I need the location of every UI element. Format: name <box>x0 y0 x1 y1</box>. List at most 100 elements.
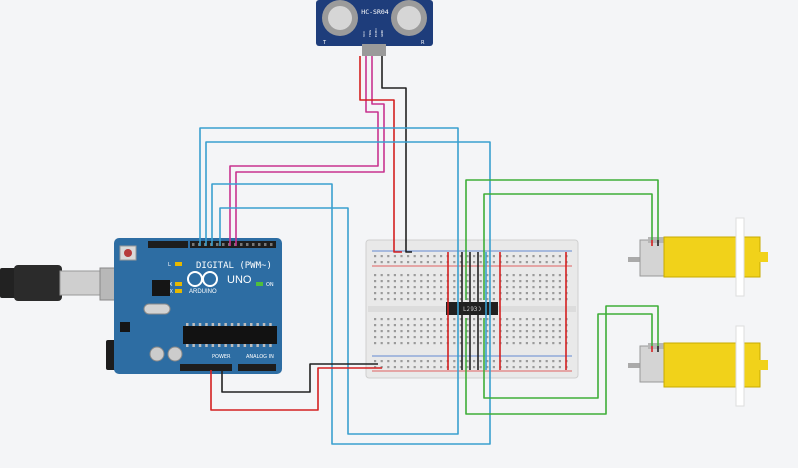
bb-hole <box>380 330 383 333</box>
bb-hole <box>387 330 390 333</box>
bb-hole <box>440 292 443 295</box>
bb-hole <box>433 366 436 369</box>
led-rx <box>175 289 182 293</box>
atmega-chip-legs <box>186 323 272 347</box>
bb-hole <box>486 318 489 321</box>
wire-motor2-b[interactable] <box>483 313 653 399</box>
led-on <box>256 282 263 286</box>
bb-hole <box>558 274 561 277</box>
wire-control-1[interactable] <box>199 127 459 435</box>
bb-hole <box>393 286 396 289</box>
wire-motor1-a[interactable] <box>465 179 659 300</box>
bb-hole <box>453 336 456 339</box>
chip-leg <box>256 344 259 347</box>
wire-5v[interactable] <box>210 367 382 411</box>
bb-hole <box>512 261 515 264</box>
bb-hole <box>539 280 542 283</box>
bb-hole <box>387 342 390 345</box>
bb-hole <box>545 292 548 295</box>
bb-hole <box>466 280 469 283</box>
usb-plug-body <box>14 265 62 301</box>
chip-leg <box>262 344 266 347</box>
reset-button-cap <box>124 249 132 257</box>
board-model: UNO <box>227 274 252 286</box>
digital-pin <box>258 243 261 246</box>
bb-hole <box>433 342 436 345</box>
bb-hole <box>532 286 535 289</box>
wire-motor1-b[interactable] <box>483 193 653 300</box>
bb-hole <box>393 261 396 264</box>
digital-pin <box>222 243 225 246</box>
bb-hole <box>552 336 555 339</box>
bb-hole <box>506 360 509 363</box>
bb-hole <box>387 274 390 277</box>
wire-motor2-a[interactable] <box>465 305 659 415</box>
bb-hole <box>426 324 429 327</box>
bb-hole <box>525 286 528 289</box>
l293d-ic[interactable]: L293D <box>446 302 498 315</box>
bb-hole <box>473 330 476 333</box>
motor-bottom[interactable] <box>628 325 768 407</box>
bb-hole <box>486 366 489 369</box>
bb-hole <box>558 255 561 258</box>
bb-hole <box>466 274 469 277</box>
hc-sr04-sensor[interactable]: HC-SR04 T R VCC TRIG ECHO GND <box>316 0 433 56</box>
chip-leg <box>218 344 221 347</box>
bb-hole <box>440 342 443 345</box>
arduino-uno-board[interactable]: DIGITAL (PWM~) UNO ARDUINO L TX RX ON PO… <box>114 238 282 374</box>
bb-hole <box>459 360 462 363</box>
bb-hole <box>545 274 548 277</box>
bb-hole <box>519 324 522 327</box>
wire-trig[interactable] <box>229 56 379 246</box>
bb-hole <box>433 280 436 283</box>
bb-hole <box>453 330 456 333</box>
bb-hole <box>519 366 522 369</box>
bb-hole <box>558 330 561 333</box>
bb-hole <box>525 280 528 283</box>
bb-hole <box>512 330 515 333</box>
wire-control-2[interactable] <box>205 141 491 445</box>
bb-hole <box>426 292 429 295</box>
wire-sensor-vcc[interactable] <box>359 56 402 253</box>
bb-hole <box>552 261 555 264</box>
bb-hole <box>459 366 462 369</box>
bb-hole <box>407 298 410 301</box>
bb-hole <box>453 280 456 283</box>
bb-hole <box>466 298 469 301</box>
chip-leg <box>269 323 272 326</box>
bb-hole <box>459 261 462 264</box>
motor-bottom-can <box>639 345 667 383</box>
bb-hole <box>426 360 429 363</box>
motor-top[interactable] <box>628 217 768 297</box>
bb-hole <box>479 286 482 289</box>
wire-gnd[interactable] <box>221 363 378 393</box>
bb-hole <box>466 330 469 333</box>
bb-hole <box>413 286 416 289</box>
bb-hole <box>473 366 476 369</box>
motor-top-shaft <box>628 257 642 262</box>
header-analog <box>238 364 276 371</box>
bb-hole <box>506 292 509 295</box>
wire-echo[interactable] <box>235 56 385 246</box>
digital-pin <box>270 243 273 246</box>
bb-hole <box>532 298 535 301</box>
bb-hole <box>486 360 489 363</box>
chip-leg <box>205 344 208 347</box>
wire-sensor-gnd[interactable] <box>381 56 412 253</box>
bb-hole <box>532 366 535 369</box>
bb-hole <box>545 255 548 258</box>
sensor-mark-r: R <box>421 40 425 46</box>
bb-hole <box>453 261 456 264</box>
bb-hole <box>420 360 423 363</box>
bb-hole <box>532 324 535 327</box>
bb-hole <box>413 292 416 295</box>
bb-hole <box>374 280 377 283</box>
bb-hole <box>525 318 528 321</box>
header-power <box>180 364 232 371</box>
bb-hole <box>400 324 403 327</box>
bb-hole <box>558 298 561 301</box>
bb-hole <box>473 274 476 277</box>
bb-hole <box>413 274 416 277</box>
bb-hole <box>400 366 403 369</box>
bb-hole <box>519 298 522 301</box>
